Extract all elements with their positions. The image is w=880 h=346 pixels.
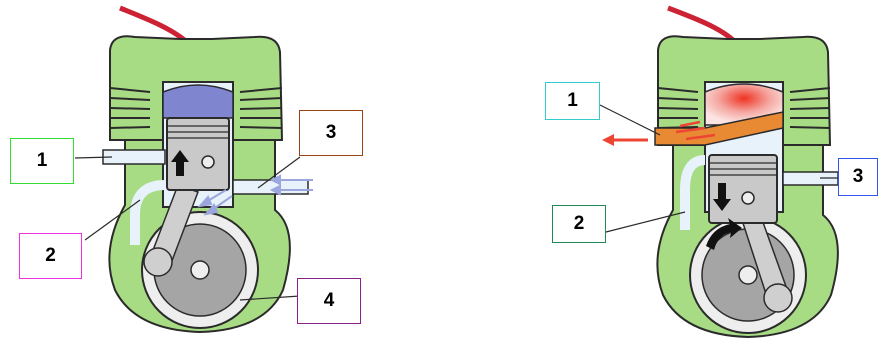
right-leader-lines [599, 104, 838, 233]
piston-pin [201, 155, 215, 169]
piston-pin-right [741, 191, 755, 205]
intake-port [232, 179, 309, 195]
right-engine [599, 5, 839, 339]
label-text: 4 [323, 290, 335, 311]
label-text: 3 [852, 166, 864, 187]
crank-pin-right [763, 283, 793, 313]
label-box-right-1: 1 [545, 82, 600, 120]
combustion-chamber [162, 84, 234, 119]
label-box-left-2: 2 [19, 233, 82, 279]
piston [166, 117, 230, 191]
label-box-left-4: 4 [297, 278, 361, 324]
transfer-channel [130, 180, 166, 245]
label-box-left-1: 1 [10, 138, 74, 184]
transfer-channel-right [680, 155, 706, 230]
label-text: 1 [567, 90, 578, 111]
piston-rings-right [709, 162, 777, 176]
label-box-right-3: 3 [838, 158, 878, 196]
crankshaft-right [738, 265, 758, 285]
exhaust-port-right [654, 111, 784, 146]
rotation-arrow-icon [706, 218, 742, 250]
label-text: 3 [325, 122, 337, 143]
piston-up-arrow-icon [171, 150, 189, 176]
cooling-fins [109, 87, 283, 129]
exhaust-out-arrow-icon [602, 134, 614, 146]
exhaust-flow-arrows [675, 120, 716, 141]
piston-down-arrow-icon [713, 183, 731, 211]
left-engine [74, 5, 313, 334]
crankshaft [190, 260, 210, 280]
crank-pin [143, 247, 173, 277]
label-text: 1 [36, 150, 48, 171]
piston-right [708, 154, 778, 224]
combustion-flame [704, 83, 784, 126]
label-text: 2 [45, 245, 56, 266]
label-box-left-3: 3 [299, 110, 363, 156]
intake-flow-arrows [197, 174, 313, 216]
piston-rings [167, 125, 229, 139]
exhaust-port [102, 149, 166, 165]
label-box-right-2: 2 [552, 205, 606, 243]
left-leader-lines [74, 156, 301, 301]
label-text: 2 [573, 213, 585, 234]
